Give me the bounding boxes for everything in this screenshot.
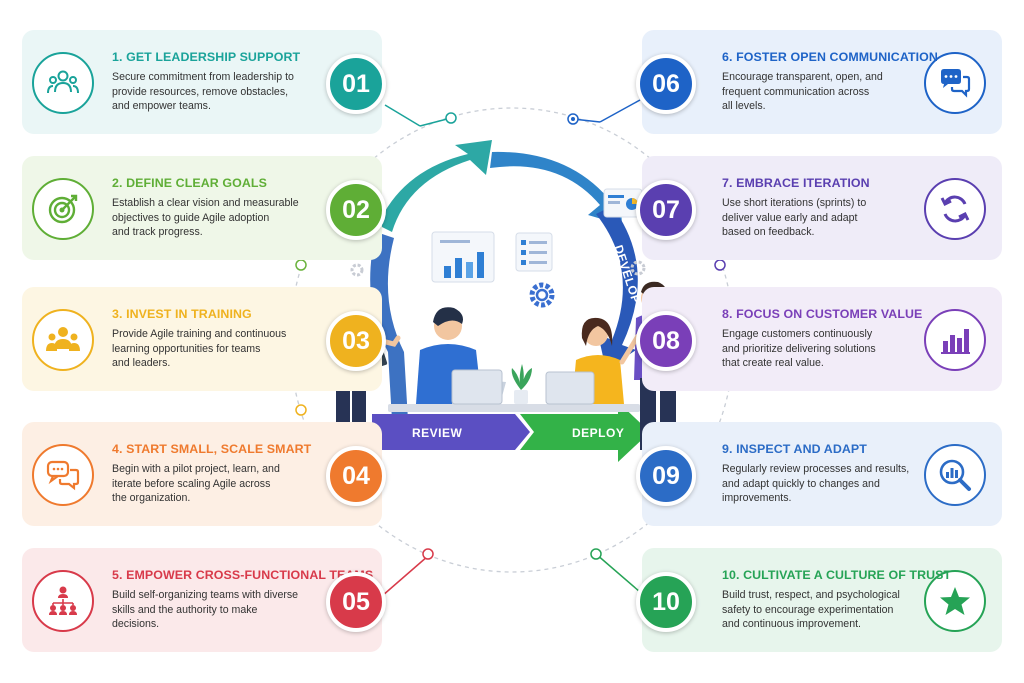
- connectors: [295, 99, 726, 597]
- step-description: Encourage transparent, open, and frequen…: [722, 71, 883, 112]
- step-description: Regularly review processes and results, …: [722, 463, 910, 504]
- step-text: 3. INVEST IN TRAINING Provide Agile train…: [112, 307, 322, 371]
- step-title: 7. EMBRACE ITERATION: [722, 176, 870, 190]
- step-description: Establish a clear vision and measurable …: [112, 197, 299, 238]
- step-card-06: 6. FOSTER OPEN COMMUNICATION Encourage tr…: [636, 30, 1002, 134]
- step-text: 6. FOSTER OPEN COMMUNICATION Encourage tr…: [722, 50, 938, 114]
- step-text: 5. EMPOWER CROSS-FUNCTIONAL TEAMS Build s…: [112, 568, 374, 632]
- step-number-badge: 04: [326, 446, 386, 506]
- step-card-07: 7. EMBRACE ITERATION Use short iterations…: [636, 156, 1002, 260]
- step-text: 10. CULTIVATE A CULTURE OF TRUST Build tr…: [722, 568, 952, 632]
- step-number-badge: 01: [326, 54, 386, 114]
- checklist-widget: [515, 232, 553, 272]
- step-text: 8. FOCUS ON CUSTOMER VALUE Engage custome…: [722, 307, 922, 371]
- step-title: 2. DEFINE CLEAR GOALS: [112, 176, 267, 190]
- label-deploy: DEPLOY: [572, 426, 624, 440]
- step-description: Build self-organizing teams with diverse…: [112, 589, 299, 630]
- step-description: Secure commitment from leadership to pro…: [112, 71, 294, 112]
- dashboard-widget: [431, 231, 495, 283]
- step-title: 8. FOCUS ON CUSTOMER VALUE: [722, 307, 923, 321]
- plant-icon: [511, 364, 532, 404]
- team-icon: [32, 309, 94, 371]
- target-icon: [32, 178, 94, 240]
- step-card-04: 4. START SMALL, SCALE SMART Begin with a …: [22, 422, 386, 526]
- refresh-icon: [924, 178, 986, 240]
- step-card-02: 2. DEFINE CLEAR GOALS Establish a clear v…: [22, 156, 386, 260]
- step-number-badge: 08: [636, 311, 696, 371]
- step-description: Begin with a pilot project, learn, and i…: [112, 463, 280, 504]
- step-title: 4. START SMALL, SCALE SMART: [112, 442, 312, 456]
- step-description: Engage customers continuously and priori…: [722, 328, 876, 369]
- step-text: 9. INSPECT AND ADAPT Regularly review pro…: [722, 442, 922, 506]
- step-card-03: 3. INVEST IN TRAINING Provide Agile train…: [22, 287, 386, 391]
- step-card-10: 10. CULTIVATE A CULTURE OF TRUST Build tr…: [636, 548, 1002, 652]
- arrow-test: [370, 232, 408, 420]
- step-description: Build trust, respect, and psychological …: [722, 589, 900, 630]
- step-text: 1. GET LEADERSHIP SUPPORT Secure commitme…: [112, 50, 322, 114]
- label-plan: PLAN: [423, 181, 460, 211]
- step-number-badge: 05: [326, 572, 386, 632]
- arrow-plan: [378, 140, 492, 232]
- magnifier-chart-icon: [924, 444, 986, 506]
- step-number-badge: 02: [326, 180, 386, 240]
- step-title: 1. GET LEADERSHIP SUPPORT: [112, 50, 301, 64]
- label-test: TEST: [399, 259, 417, 293]
- step-text: 4. START SMALL, SCALE SMART Begin with a …: [112, 442, 322, 506]
- step-number-badge: 10: [636, 572, 696, 632]
- step-number-badge: 03: [326, 311, 386, 371]
- step-number-badge: 09: [636, 446, 696, 506]
- arrow-develop: [596, 206, 638, 370]
- arrow-deploy-bar: [520, 402, 650, 462]
- step-text: 2. DEFINE CLEAR GOALS Establish a clear v…: [112, 176, 322, 240]
- label-develop: DEVELOP: [611, 243, 643, 305]
- person-laptop-man: [416, 307, 506, 405]
- step-text: 7. EMBRACE ITERATION Use short iterations…: [722, 176, 922, 240]
- gear-icon: [529, 282, 555, 308]
- org-team-icon: [32, 570, 94, 632]
- step-card-01: 1. GET LEADERSHIP SUPPORT Secure commitme…: [22, 30, 386, 134]
- step-title: 5. EMPOWER CROSS-FUNCTIONAL TEAMS: [112, 568, 374, 582]
- step-title: 10. CULTIVATE A CULTURE OF TRUST: [722, 568, 952, 582]
- step-card-09: 9. INSPECT AND ADAPT Regularly review pro…: [636, 422, 1002, 526]
- step-description: Use short iterations (sprints) to delive…: [722, 197, 867, 238]
- desk: [388, 404, 640, 412]
- step-title: 9. INSPECT AND ADAPT: [722, 442, 867, 456]
- step-card-05: 5. EMPOWER CROSS-FUNCTIONAL TEAMS Build s…: [22, 548, 386, 652]
- cycle-arrows: [370, 140, 650, 462]
- star-icon: [924, 570, 986, 632]
- bar-chart-icon: [924, 309, 986, 371]
- gear-small-icon: [350, 260, 646, 277]
- person-laptop-woman: [545, 317, 624, 405]
- step-card-08: 8. FOCUS ON CUSTOMER VALUE Engage custome…: [636, 287, 1002, 391]
- label-review: REVIEW: [412, 426, 463, 440]
- step-number-badge: 07: [636, 180, 696, 240]
- chat-bubbles-icon: [32, 444, 94, 506]
- step-number-badge: 06: [636, 54, 696, 114]
- speech-bubbles-icon: [924, 52, 986, 114]
- arrow-review-bar: [372, 414, 530, 450]
- people-group-icon: [32, 52, 94, 114]
- step-description: Provide Agile training and continuous le…: [112, 328, 287, 369]
- step-title: 3. INVEST IN TRAINING: [112, 307, 252, 321]
- step-title: 6. FOSTER OPEN COMMUNICATION: [722, 50, 938, 64]
